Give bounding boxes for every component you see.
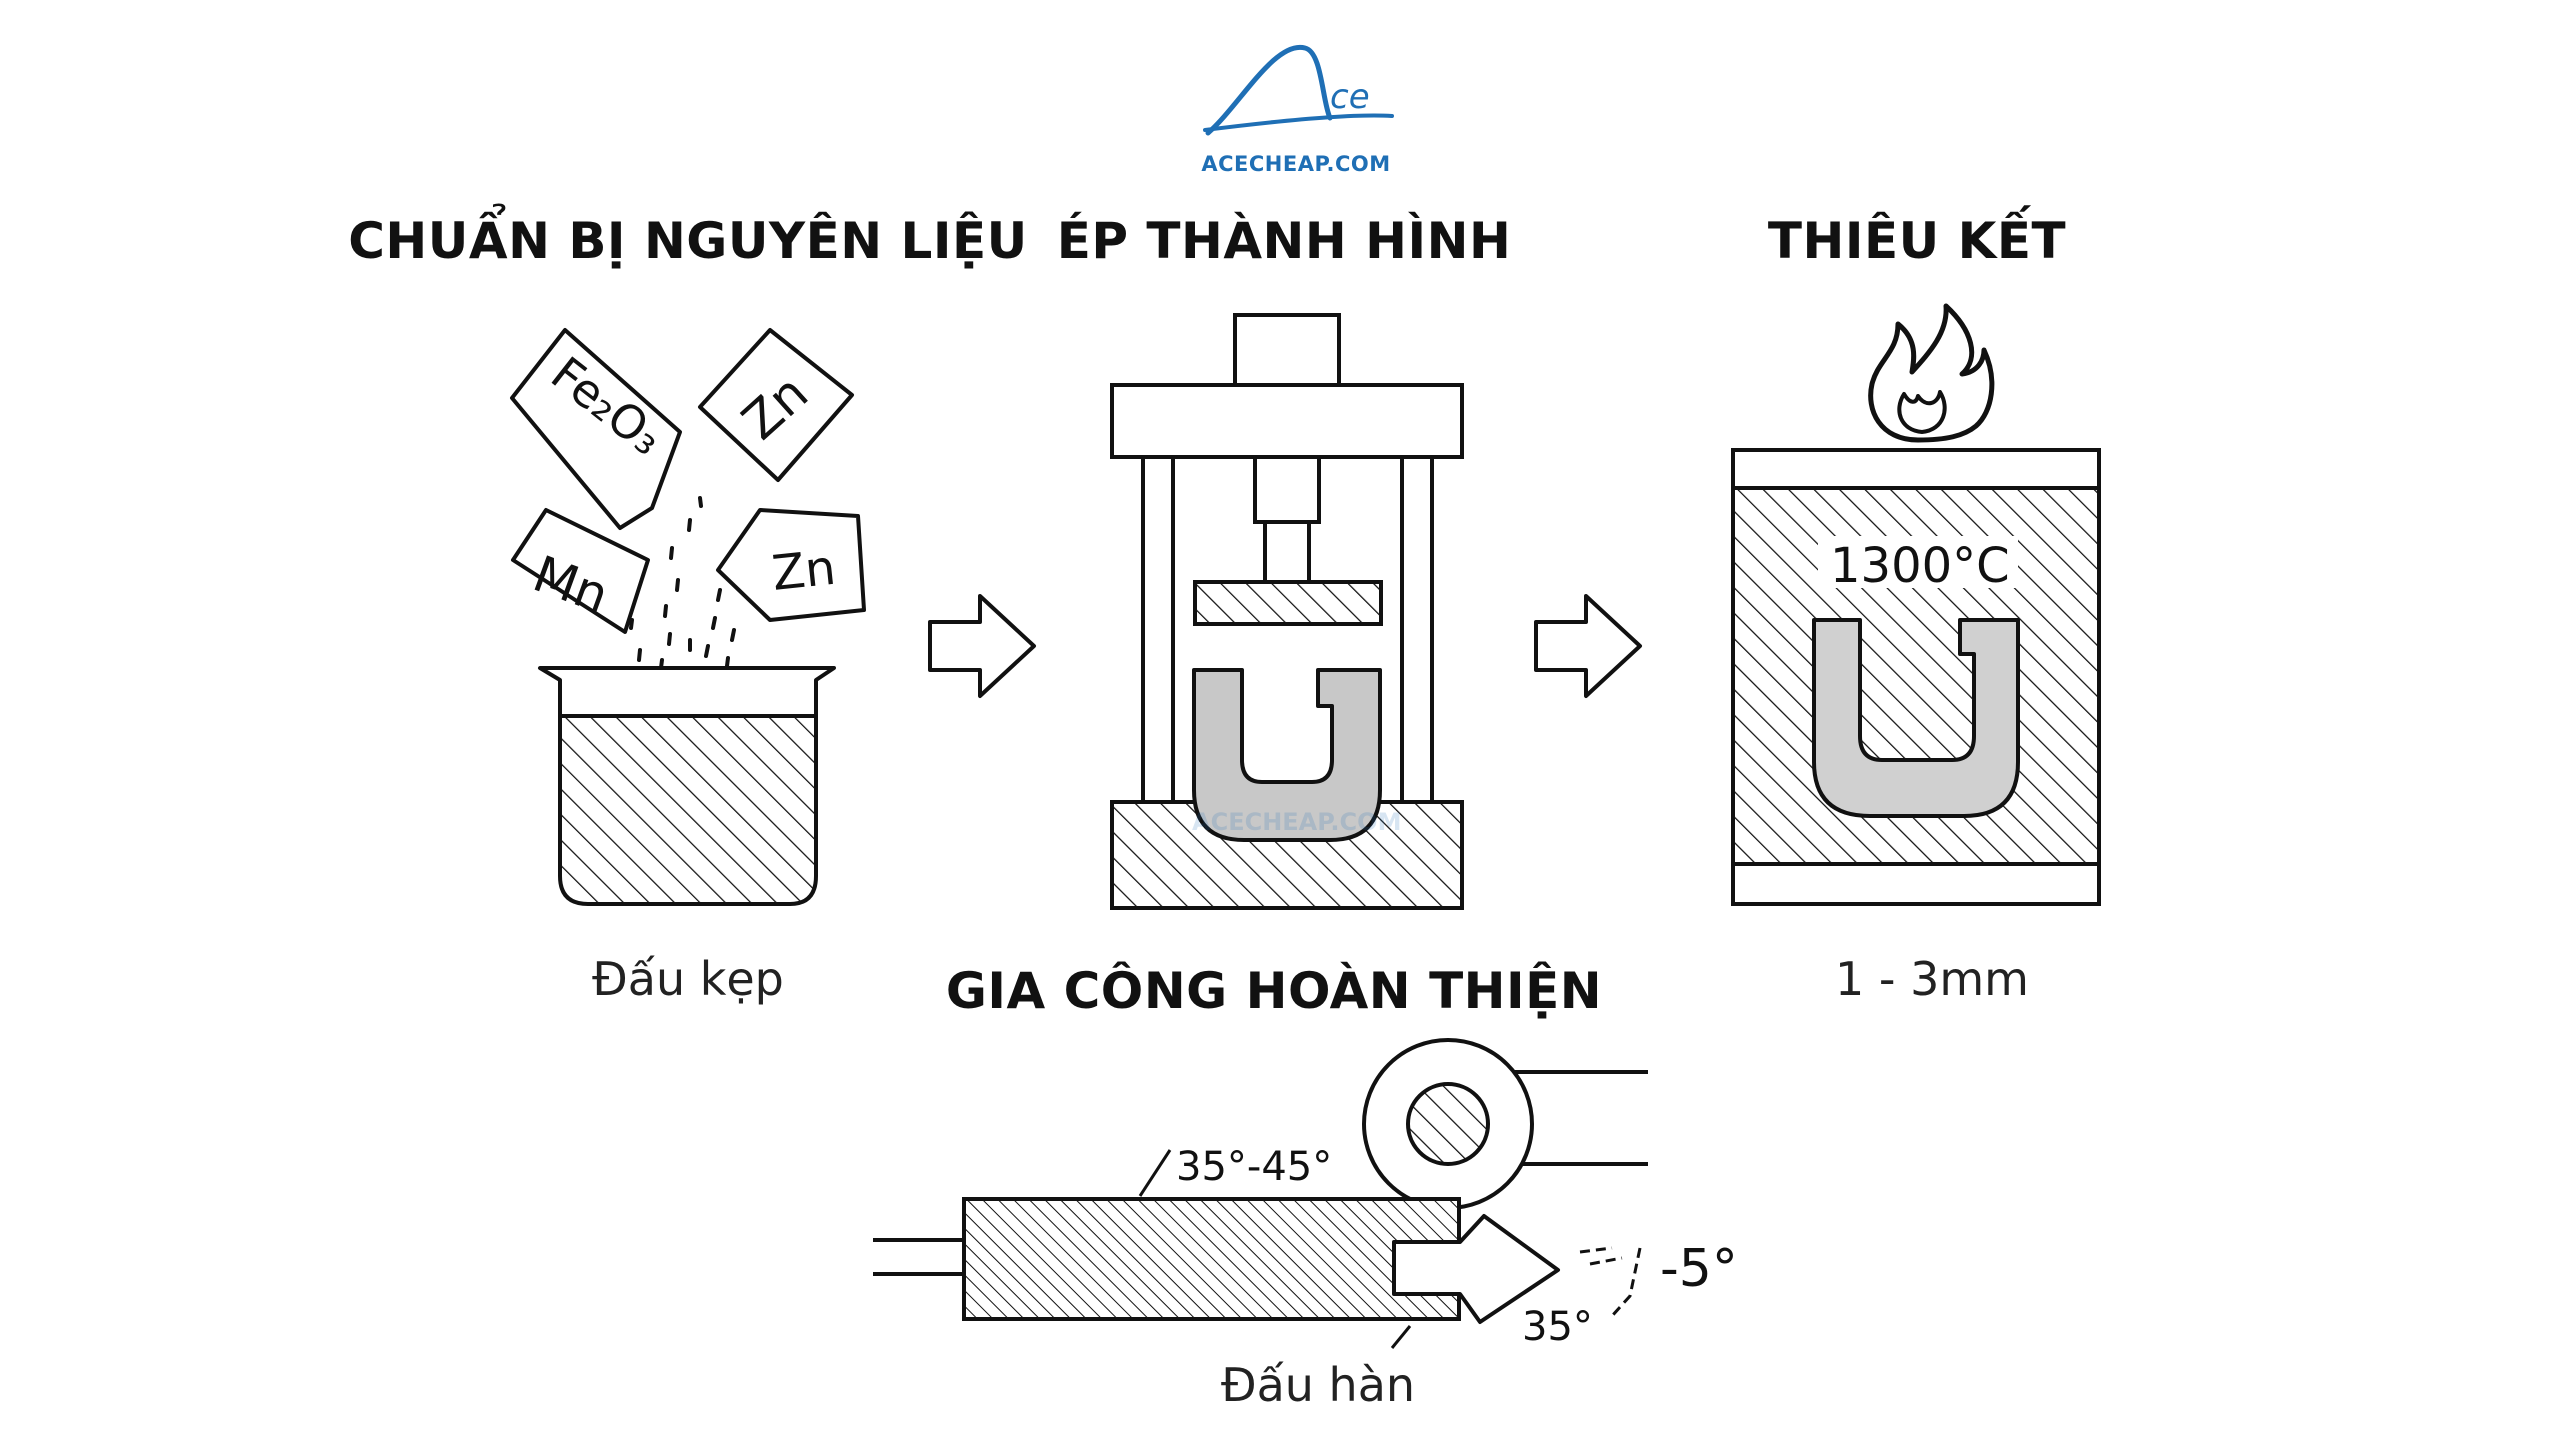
arrow-right-icon bbox=[928, 594, 1036, 698]
material-tag-mn: Mn bbox=[511, 508, 650, 634]
press-punch bbox=[1193, 580, 1383, 626]
step-title-sinter: THIÊU KẾT bbox=[1767, 212, 2067, 270]
u-shaped-part bbox=[1192, 668, 1382, 842]
angle-label-minus-5: -5° bbox=[1660, 1239, 1738, 1299]
material-tag-fe2o3: Fe₂O₃ bbox=[510, 328, 682, 530]
u-shaped-part bbox=[1812, 618, 2020, 818]
cutting-tool bbox=[1392, 1214, 1560, 1324]
sinter-temperature: 1300°C bbox=[1830, 538, 2010, 594]
machining-setup: 35°-45° -5° 35° bbox=[873, 1038, 1738, 1350]
logo-text: ACECHEAP.COM bbox=[1201, 152, 1391, 176]
beaker bbox=[538, 666, 836, 906]
step-title-finish: GIA CÔNG HOÀN THIỆN bbox=[945, 962, 1603, 1020]
flame-icon bbox=[1868, 303, 1995, 443]
watermark: ACECHEAP.COM bbox=[1192, 808, 1401, 836]
caption-finish: Đấu hàn bbox=[1220, 1358, 1416, 1412]
powder-particles bbox=[629, 496, 736, 670]
step-title-press: ÉP THÀNH HÌNH bbox=[1056, 212, 1512, 270]
caption-prepare: Đấu kẹp bbox=[592, 952, 784, 1006]
material-tag-zn-2: Zn bbox=[716, 508, 866, 622]
press-machine bbox=[1110, 313, 1464, 910]
step-title-prepare: CHUẨN BỊ NGUYÊN LIỆU bbox=[348, 212, 1028, 270]
material-label-zn-2: Zn bbox=[769, 540, 838, 602]
angle-label-35: 35° bbox=[1522, 1304, 1593, 1350]
arrow-right-icon bbox=[1534, 594, 1642, 698]
material-tag-zn-1: Zn bbox=[698, 328, 854, 482]
sintering-furnace: 1300°C bbox=[1731, 448, 2101, 906]
angle-label-range: 35°-45° bbox=[1176, 1144, 1332, 1190]
caption-sinter: 1 - 3mm bbox=[1835, 952, 2029, 1006]
workpiece bbox=[962, 1197, 1461, 1321]
